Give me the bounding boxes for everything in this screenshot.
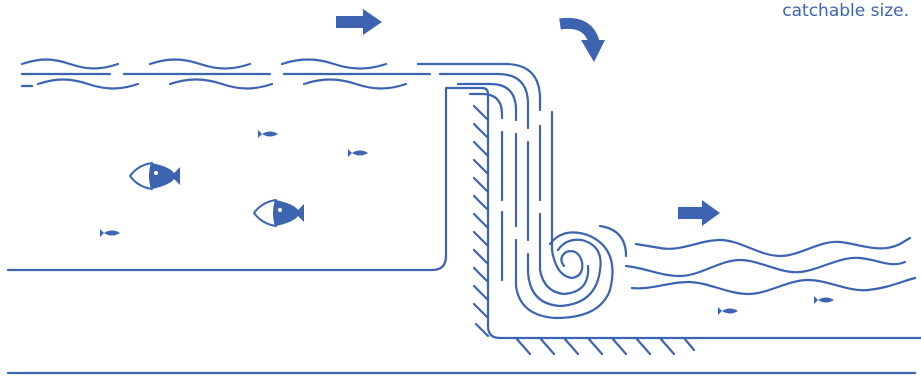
upper-water-surface: [20, 58, 472, 90]
arrow-right-icon: [336, 9, 382, 35]
upper-pool-basin: [6, 86, 460, 272]
arrow-curve-down-icon: [559, 17, 605, 62]
small-fish-icon: [100, 130, 834, 315]
arrow-right-icon: [678, 200, 720, 226]
fish-icon: [129, 162, 180, 190]
lower-water-surface: [624, 236, 917, 296]
weir-wall: [456, 86, 921, 356]
caption-text: catchable size.: [782, 1, 909, 21]
fish-icon: [253, 199, 304, 227]
hydraulic-jump-swirl: [514, 224, 628, 320]
spillway-flow-lines: [438, 62, 554, 288]
